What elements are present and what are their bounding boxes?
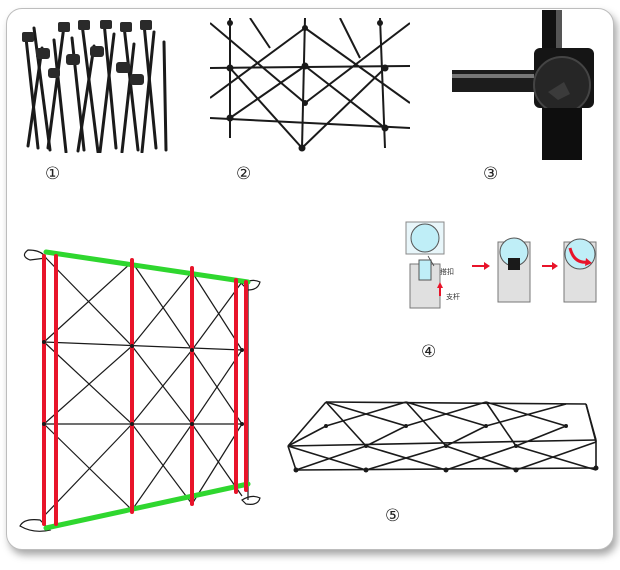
rod-label: 支杆	[446, 293, 460, 301]
figure-number-5: ⑤	[385, 506, 401, 526]
figure-number-4: ④	[421, 342, 437, 362]
flat-lattice-image	[287, 401, 599, 473]
lattice-closeup-image	[210, 18, 410, 152]
figure-number-1: ①	[45, 164, 61, 184]
folded-frame-photo	[20, 18, 170, 153]
popup-frame-diagram	[16, 238, 262, 534]
buckle-locking-diagram: 搭扣 支杆	[402, 218, 602, 318]
buckle-label: 搭扣	[440, 268, 454, 276]
figure-number-2: ②	[236, 164, 252, 184]
buckle-steps-image	[405, 221, 597, 309]
flat-lattice-diagram	[286, 396, 602, 480]
connector-hub-photo	[452, 10, 602, 160]
connector-hub-image	[452, 10, 594, 160]
popup-frame-image	[19, 249, 261, 532]
folded-frame-image	[22, 20, 168, 153]
lattice-closeup-photo	[210, 18, 410, 153]
figure-number-3: ③	[483, 164, 499, 184]
